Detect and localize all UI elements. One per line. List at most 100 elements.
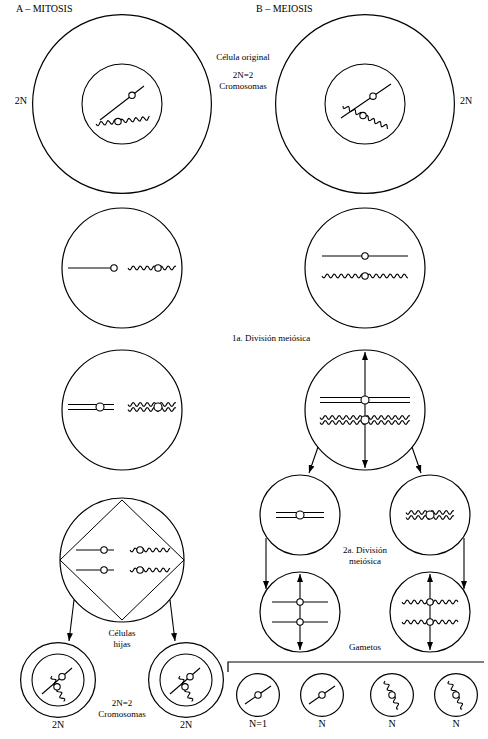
division-arrow — [265, 538, 266, 589]
centromere — [182, 684, 188, 690]
centromere — [129, 92, 135, 98]
cell-outline — [60, 498, 184, 622]
centromere — [137, 547, 143, 553]
cell-shape — [370, 673, 414, 717]
centromere — [115, 118, 121, 124]
cell-node: N=1 — [236, 673, 280, 717]
cell-shape — [236, 673, 280, 717]
cell-outline — [62, 208, 182, 328]
ploidy-label: 2N — [52, 719, 64, 730]
chromatid — [128, 408, 176, 412]
caption-label: 2N=2 Cromosomas — [213, 70, 273, 92]
centromere — [111, 265, 117, 271]
chromatid — [130, 548, 170, 552]
centromere — [296, 511, 304, 519]
cell-outline — [435, 674, 478, 717]
chromatid — [68, 409, 114, 410]
chromatid — [448, 681, 462, 709]
cell-outline — [301, 674, 344, 717]
centromere — [453, 692, 459, 698]
ploidy-label: N — [388, 718, 395, 729]
centromere — [426, 511, 434, 519]
cell-node: 2N — [20, 642, 96, 718]
stage-label: 2a. División meiósica — [334, 545, 396, 567]
chromatid — [170, 668, 200, 694]
centromere — [255, 692, 261, 698]
division-arrow — [429, 574, 430, 650]
cell-shape — [300, 673, 344, 717]
cell-node: N — [300, 673, 344, 717]
cell-outline — [390, 572, 470, 652]
caption-label: Célula original — [203, 52, 283, 63]
cell-outline — [33, 15, 212, 194]
nucleus-outline — [32, 654, 84, 706]
chromatid — [130, 568, 170, 572]
centromere — [59, 674, 65, 680]
ploidy-label: N=1 — [249, 718, 267, 729]
spindle — [60, 500, 184, 620]
section-title: B – MEIOSIS — [256, 3, 313, 14]
nucleus-outline — [160, 654, 212, 706]
chromatid — [343, 106, 387, 129]
chromatid — [68, 267, 116, 268]
cell-outline — [260, 572, 340, 652]
centromere — [427, 599, 433, 605]
centromere — [361, 396, 369, 404]
centromere — [362, 273, 368, 279]
cell-outline — [62, 350, 182, 470]
chromatid — [42, 668, 72, 694]
chromatid — [76, 569, 114, 570]
division-arrow — [364, 352, 365, 468]
division-arrow — [309, 447, 318, 473]
centromere — [360, 112, 366, 118]
gamete-bracket — [228, 662, 484, 672]
centromere — [137, 567, 143, 573]
chromatid — [128, 403, 176, 407]
chromatid — [309, 686, 335, 704]
chromatid — [100, 86, 144, 120]
chromatid — [68, 404, 114, 405]
chromatid — [96, 116, 149, 126]
division-arrow — [463, 538, 464, 589]
caption-label: Células hijas — [101, 628, 143, 650]
cell-node: N — [370, 673, 414, 717]
cell-shape — [275, 14, 455, 194]
division-arrow — [299, 574, 300, 650]
cell-outline — [149, 643, 224, 718]
cell-outline — [305, 208, 425, 328]
cell-outline — [237, 674, 280, 717]
centromere — [297, 619, 303, 625]
cell-shape — [148, 642, 224, 718]
cell-outline — [371, 674, 414, 717]
bracket-label: Gametos — [340, 642, 390, 653]
ploidy-label: N — [318, 718, 325, 729]
centromere — [370, 93, 376, 99]
chromatid — [76, 549, 114, 550]
centromere — [101, 567, 107, 573]
cell-node: 2N — [148, 642, 224, 718]
chromatid — [128, 266, 176, 270]
centromere — [96, 403, 104, 411]
cell-outline — [390, 475, 470, 555]
cell-shape — [434, 673, 478, 717]
stage-label: 1a. División meiósica — [232, 333, 310, 344]
nucleus-outline — [82, 64, 162, 144]
ploidy-label: 2N — [180, 719, 192, 730]
centromere — [155, 265, 161, 271]
division-arrow — [412, 447, 421, 473]
nucleus-outline — [325, 64, 405, 144]
cell-shape — [32, 14, 212, 194]
chromatid — [384, 681, 398, 709]
ploidy-label: N — [452, 718, 459, 729]
cell-outline — [276, 15, 455, 194]
ploidy-label: 2N — [15, 95, 27, 106]
cell-node: N — [434, 673, 478, 717]
caption-label: 2N=2 Cromosomas — [93, 698, 151, 720]
section-title: A – MITOSIS — [16, 3, 73, 14]
cell-shape — [20, 642, 96, 718]
cell-outline — [305, 350, 425, 470]
division-arrow — [170, 600, 175, 641]
chromatid — [245, 686, 271, 704]
